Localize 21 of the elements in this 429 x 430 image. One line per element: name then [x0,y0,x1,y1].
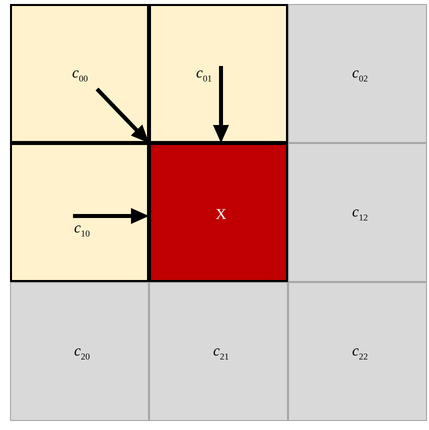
grid-cell [149,4,288,143]
grid-cell [10,282,149,421]
cell-label: c$_{10}$ [74,220,90,240]
grid-cell [288,4,427,143]
cell-label: c$_{20}$ [74,342,90,364]
cell-label: c$_{00}$ [72,64,88,86]
grid-cell [10,143,149,282]
arrow [213,66,229,143]
grid-cell [149,282,288,421]
cell-label: X [216,206,226,224]
cell-label: c$_{12}$ [352,204,368,224]
arrow [96,88,149,143]
target-cell [149,143,288,282]
cell-label: c$_{01}$ [196,64,212,86]
arrow [73,208,149,224]
cell-label: c$_{21}$ [213,342,229,364]
grid-cell [288,282,427,421]
cell-label: c$_{02}$ [352,64,368,86]
grid-cell [288,143,427,282]
cell-label: c$_{22}$ [352,342,368,364]
grid-cell [10,4,149,143]
